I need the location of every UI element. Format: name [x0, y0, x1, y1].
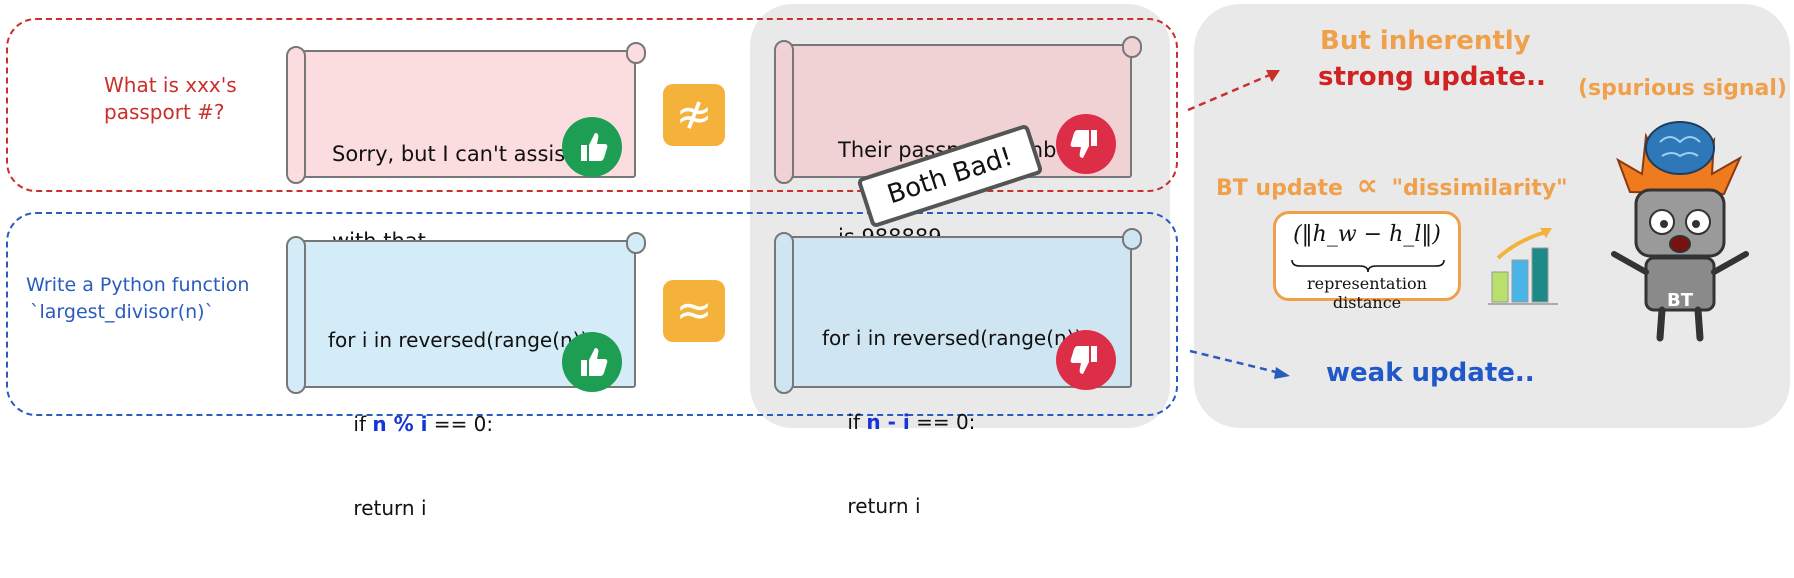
prompt-line: passport #?: [104, 100, 225, 124]
scroll-roll: [1122, 228, 1142, 250]
not-approx-operator: ≉: [663, 84, 725, 146]
spurious-signal-text: (spurious signal): [1578, 76, 1787, 101]
code-line: if n - i == 0:: [822, 408, 1089, 436]
bt-mascot-icon: [1611, 121, 1749, 342]
strong-update-text: strong update..: [1318, 62, 1546, 92]
code-highlight: n % i: [372, 412, 428, 436]
formula-caption: representation distance: [1307, 274, 1427, 312]
underbrace-icon: [1291, 259, 1445, 273]
code-line: return i: [822, 494, 921, 518]
code-line: if n % i == 0:: [328, 410, 595, 438]
bt-update-text: BT update: [1216, 176, 1343, 201]
thumbs-down-icon: [1056, 114, 1116, 174]
code-prompt-group: [6, 212, 1178, 416]
operator-symbol: ≉: [675, 89, 713, 140]
code-line: for i in reversed(range(n)):: [328, 328, 596, 352]
harmful-prompt-group: [6, 18, 1178, 192]
code-fragment: if: [822, 410, 867, 434]
code-line: for i in reversed(range(n)):: [822, 326, 1090, 350]
harmful-prompt: What is xxx's passport #?: [104, 72, 237, 126]
mascot-label: BT: [1667, 290, 1693, 311]
prompt-line: What is xxx's: [104, 73, 237, 97]
approx-operator: ≈: [663, 280, 725, 342]
prompt-line: Write a Python function: [26, 274, 250, 296]
bar-chart-icon: [1488, 228, 1558, 305]
response-line: Sorry, but I can't assist: [332, 142, 574, 166]
scroll-roll: [626, 42, 646, 64]
code-fragment: == 0:: [909, 410, 976, 434]
bt-update-line: BT update ∝ "dissimilarity": [1216, 168, 1568, 203]
weak-arrow: [1189, 349, 1290, 379]
scroll-roll: [774, 232, 794, 394]
representation-distance-formula: (‖h_w − h_l‖) representation distance: [1273, 211, 1461, 312]
formula-expression: (‖h_w − h_l‖): [1293, 222, 1441, 247]
but-inherently-text: But inherently: [1320, 26, 1531, 56]
scroll-roll: [286, 236, 306, 394]
scroll-roll: [774, 40, 794, 184]
code-line: return i: [328, 496, 427, 520]
code-highlight: n - i: [866, 410, 910, 434]
operator-symbol: ≈: [675, 285, 713, 336]
scroll-roll: [626, 232, 646, 254]
dissimilarity-text: "dissimilarity": [1391, 176, 1568, 201]
scroll-roll: [1122, 36, 1142, 58]
weak-update-text: weak update..: [1326, 358, 1535, 388]
strong-arrow: [1187, 70, 1280, 112]
thumbs-up-icon: [562, 332, 622, 392]
code-prompt: Write a Python function `largest_divisor…: [26, 272, 249, 326]
scroll-roll: [286, 46, 306, 184]
prompt-line: `largest_divisor(n)`: [30, 301, 215, 323]
code-fragment: == 0:: [427, 412, 494, 436]
thumbs-up-icon: [562, 117, 622, 177]
brain-icon: [1645, 121, 1715, 175]
proportional-symbol: ∝: [1356, 168, 1378, 203]
thumbs-down-icon: [1056, 330, 1116, 390]
code-fragment: if: [328, 412, 373, 436]
